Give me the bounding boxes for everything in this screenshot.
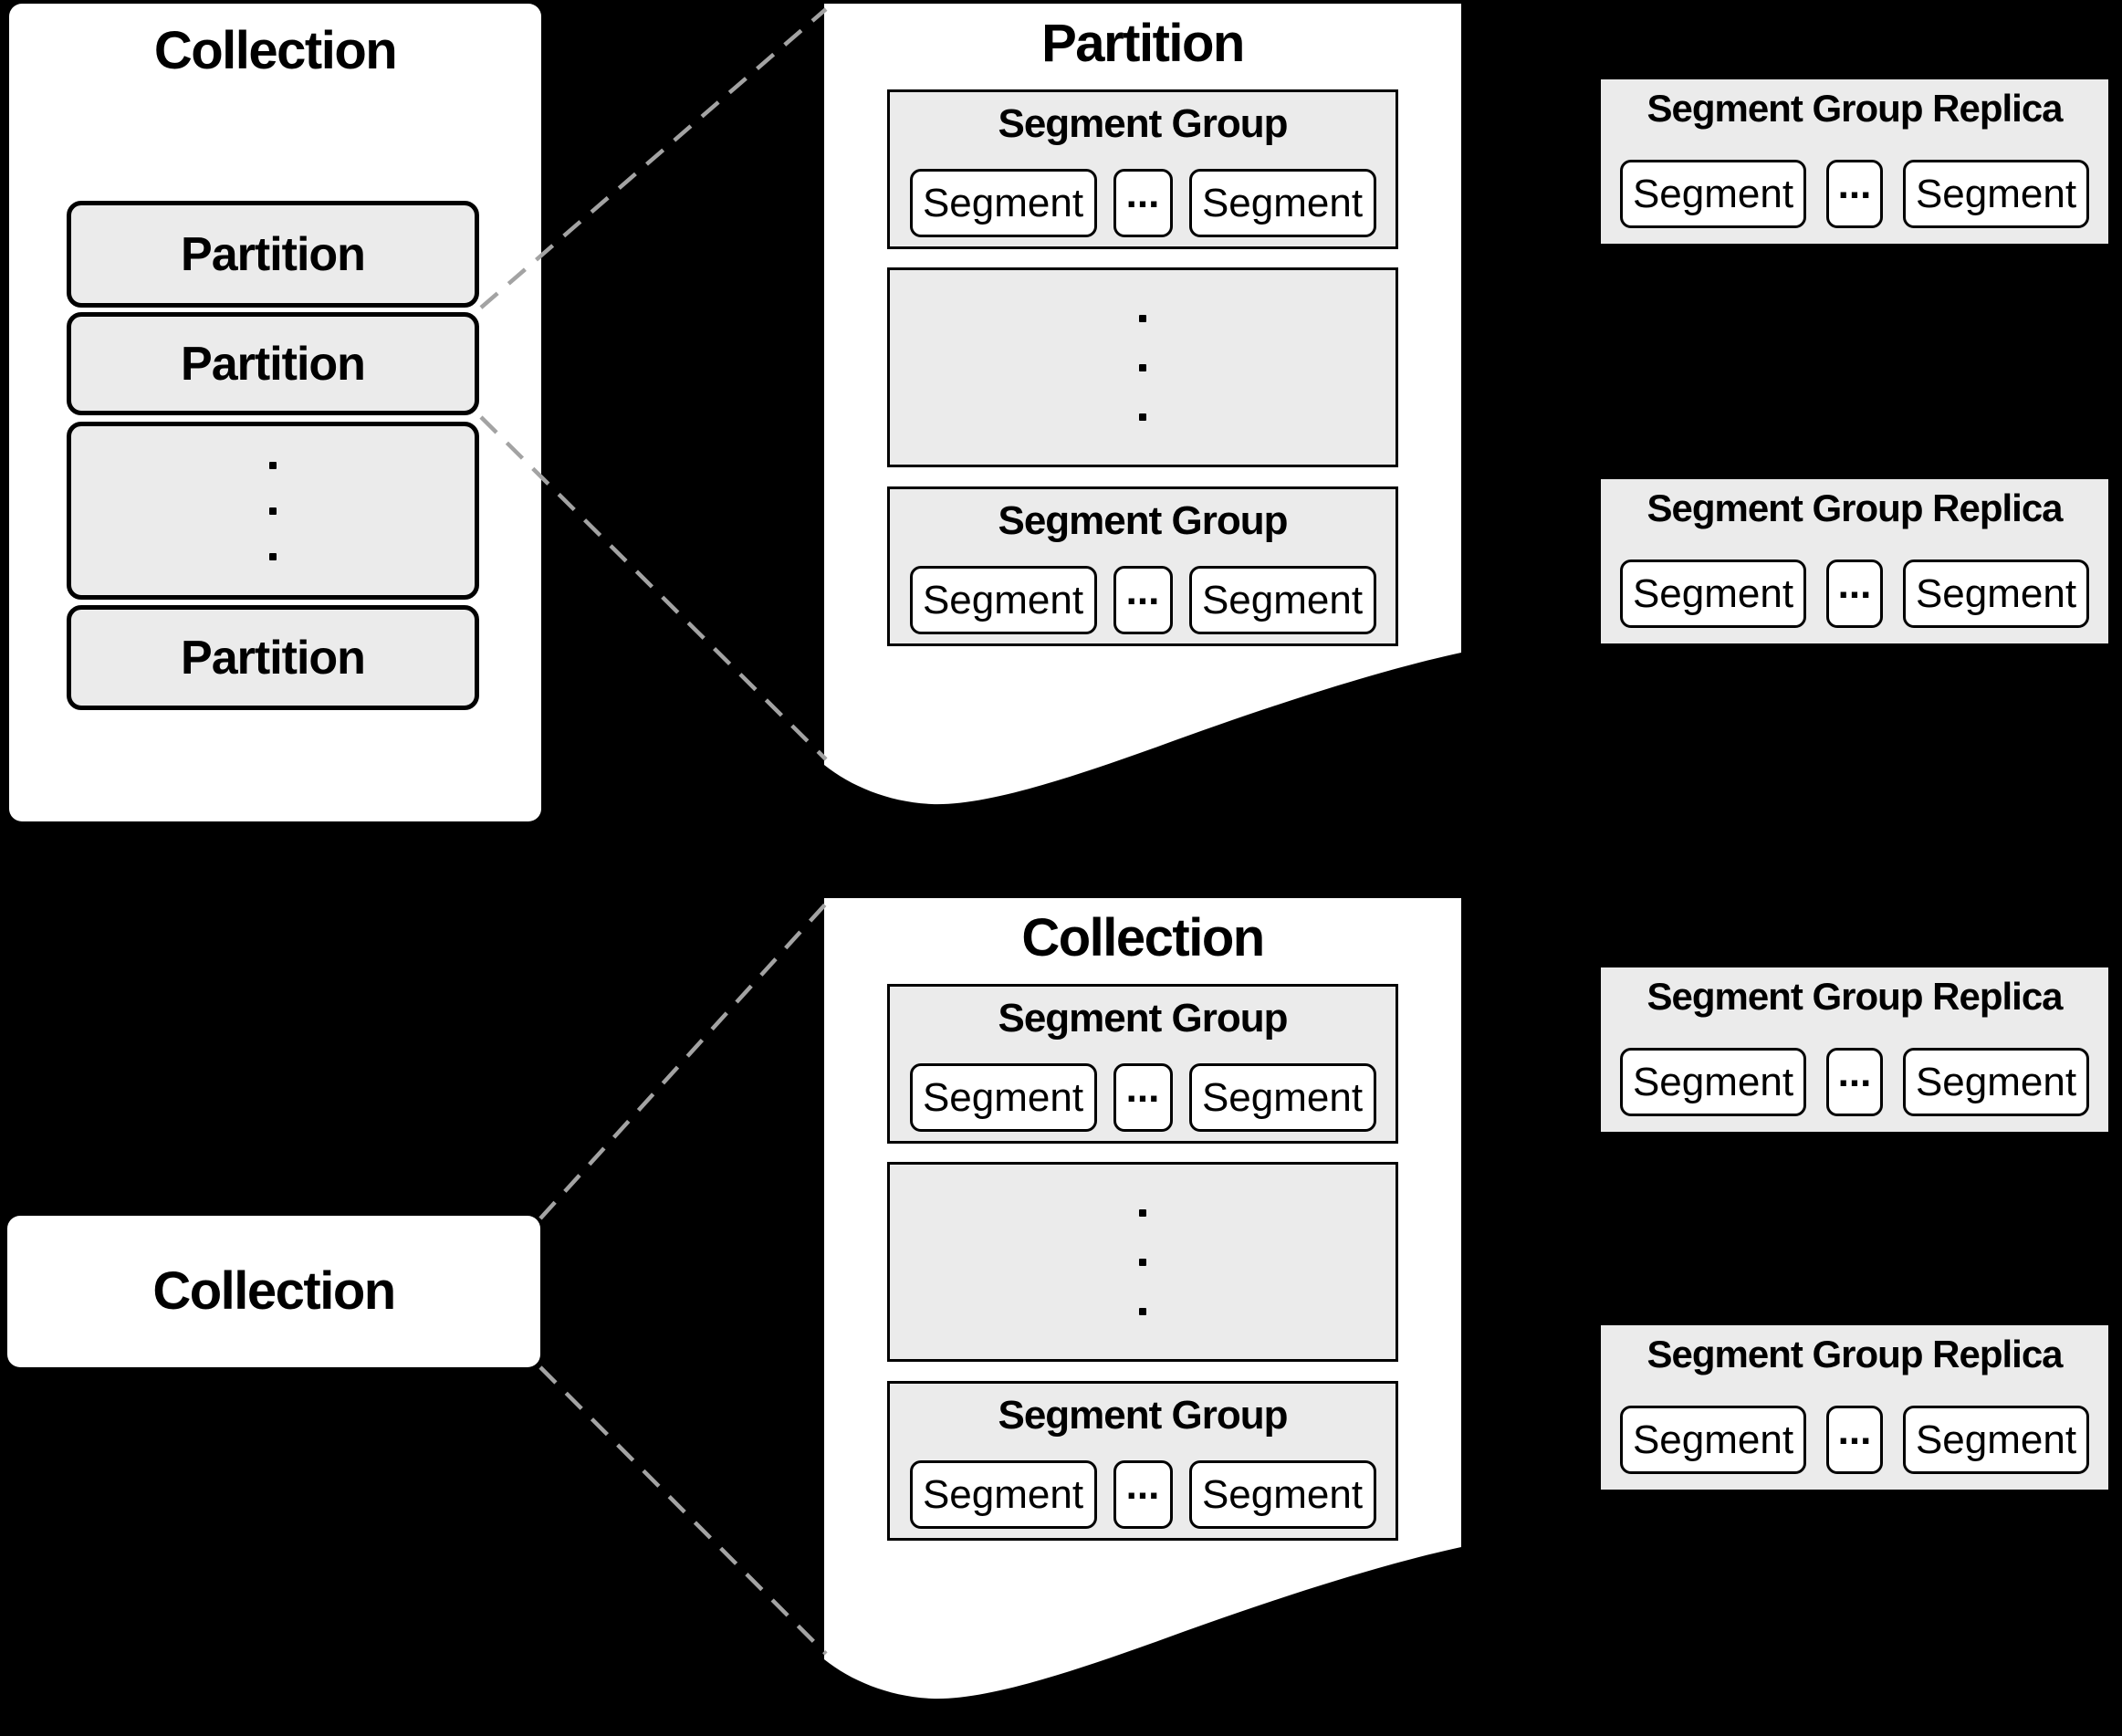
segment-group-title: Segment Group	[998, 996, 1288, 1041]
connector-partition-to-detail-bottom	[479, 415, 828, 761]
segment-row: Segment ... Segment	[890, 1063, 1396, 1132]
segment-row: Segment ... Segment	[1601, 1048, 2108, 1116]
segment-box: Segment	[1620, 1406, 1806, 1474]
segment-label: Segment	[1201, 577, 1364, 622]
segment-row: Segment ... Segment	[1601, 160, 2108, 228]
segment-group-box: Segment Group Segment ... Segment	[887, 486, 1398, 646]
segment-row: Segment ... Segment	[890, 169, 1396, 237]
segment-label: Segment	[1915, 570, 2077, 616]
partition-box: Partition	[67, 312, 479, 415]
segment-row: Segment ... Segment	[890, 566, 1396, 634]
segment-label: Segment	[1915, 1059, 2077, 1104]
partition-box: Partition	[67, 605, 479, 710]
segment-box: Segment	[1620, 559, 1806, 628]
segment-group-title: Segment Group	[998, 1393, 1288, 1438]
segment-box: Segment	[1620, 160, 1806, 228]
vertical-ellipsis-icon	[269, 461, 277, 560]
segment-box: Segment	[909, 566, 1097, 634]
segment-group-replica-box: Segment Group Replica Segment ... Segmen…	[1601, 479, 2108, 643]
segment-label: Segment	[1915, 171, 2077, 216]
segment-box: Segment	[1188, 169, 1376, 237]
collection-box: Collection	[7, 1216, 540, 1367]
segment-row: Segment ... Segment	[1601, 559, 2108, 628]
segment-label: Segment	[1201, 1471, 1364, 1517]
partition-ellipsis-box	[67, 422, 479, 600]
segment-box: Segment	[909, 1063, 1097, 1132]
segment-row: Segment ... Segment	[1601, 1406, 2108, 1474]
segment-label: Segment	[1632, 1417, 1794, 1462]
collection-box-label: Collection	[152, 1260, 396, 1321]
segment-label: Segment	[1201, 180, 1364, 225]
horizontal-ellipsis: ...	[1837, 162, 1872, 207]
segment-ellipsis-box: ...	[1826, 160, 1883, 228]
segment-label: Segment	[922, 180, 1084, 225]
horizontal-ellipsis: ...	[1837, 561, 1872, 607]
segment-label: Segment	[922, 577, 1084, 622]
partition-label: Partition	[181, 631, 366, 685]
segment-label: Segment	[922, 1074, 1084, 1120]
segment-group-title: Segment Group	[998, 498, 1288, 543]
replica-title: Segment Group Replica	[1646, 486, 2063, 529]
segment-ellipsis-box: ...	[1113, 1063, 1173, 1132]
segment-box: Segment	[1903, 559, 2089, 628]
collection-box-panel	[7, 1216, 540, 1367]
connector-partition-to-detail-top	[479, 7, 828, 309]
horizontal-ellipsis: ...	[1837, 1050, 1872, 1095]
horizontal-ellipsis: ...	[1125, 171, 1160, 216]
partition-label: Partition	[181, 337, 366, 391]
segment-label: Segment	[1632, 1059, 1794, 1104]
segment-box: Segment	[1903, 1406, 2089, 1474]
replica-title: Segment Group Replica	[1646, 1333, 2063, 1375]
segment-box: Segment	[909, 1460, 1097, 1529]
segment-group-replica-box: Segment Group Replica Segment ... Segmen…	[1601, 1325, 2108, 1490]
segment-group-box: Segment Group Segment ... Segment	[887, 89, 1398, 249]
segment-box: Segment	[1188, 1460, 1376, 1529]
collection-detail-title: Collection	[1021, 908, 1265, 967]
partition-box: Partition	[67, 201, 479, 308]
replica-title: Segment Group Replica	[1646, 975, 2063, 1018]
vertical-ellipsis-icon	[890, 270, 1396, 465]
segment-ellipsis-box: ...	[1113, 169, 1173, 237]
horizontal-ellipsis: ...	[1125, 568, 1160, 613]
collection-overview-title: Collection	[153, 21, 398, 80]
segment-group-replica-box: Segment Group Replica Segment ... Segmen…	[1601, 79, 2108, 244]
segment-box: Segment	[1188, 566, 1376, 634]
segment-group-ellipsis-box	[887, 267, 1398, 467]
connector-collection-to-detail-bottom	[538, 1365, 828, 1656]
segment-group-ellipsis-box	[887, 1162, 1398, 1362]
segment-label: Segment	[922, 1471, 1084, 1517]
segment-box: Segment	[909, 169, 1097, 237]
horizontal-ellipsis: ...	[1125, 1065, 1160, 1111]
segment-group-replica-box: Segment Group Replica Segment ... Segmen…	[1601, 967, 2108, 1132]
connector-collection-to-detail-top	[538, 902, 828, 1220]
partition-detail-title: Partition	[1041, 14, 1245, 73]
segment-box: Segment	[1903, 1048, 2089, 1116]
segment-label: Segment	[1201, 1074, 1364, 1120]
segment-label: Segment	[1915, 1417, 2077, 1462]
segment-ellipsis-box: ...	[1113, 1460, 1173, 1529]
partition-label: Partition	[181, 227, 366, 281]
segment-box: Segment	[1620, 1048, 1806, 1116]
segment-ellipsis-box: ...	[1826, 1048, 1883, 1116]
segment-label: Segment	[1632, 171, 1794, 216]
horizontal-ellipsis: ...	[1837, 1407, 1872, 1453]
segment-box: Segment	[1903, 160, 2089, 228]
vertical-ellipsis-icon	[890, 1165, 1396, 1359]
segment-group-title: Segment Group	[998, 101, 1288, 146]
horizontal-ellipsis: ...	[1125, 1462, 1160, 1508]
segment-box: Segment	[1188, 1063, 1376, 1132]
segment-row: Segment ... Segment	[890, 1460, 1396, 1529]
segment-label: Segment	[1632, 570, 1794, 616]
segment-ellipsis-box: ...	[1113, 566, 1173, 634]
replica-title: Segment Group Replica	[1646, 87, 2063, 130]
segment-ellipsis-box: ...	[1826, 559, 1883, 628]
segment-group-box: Segment Group Segment ... Segment	[887, 984, 1398, 1144]
segment-ellipsis-box: ...	[1826, 1406, 1883, 1474]
segment-group-box: Segment Group Segment ... Segment	[887, 1381, 1398, 1541]
